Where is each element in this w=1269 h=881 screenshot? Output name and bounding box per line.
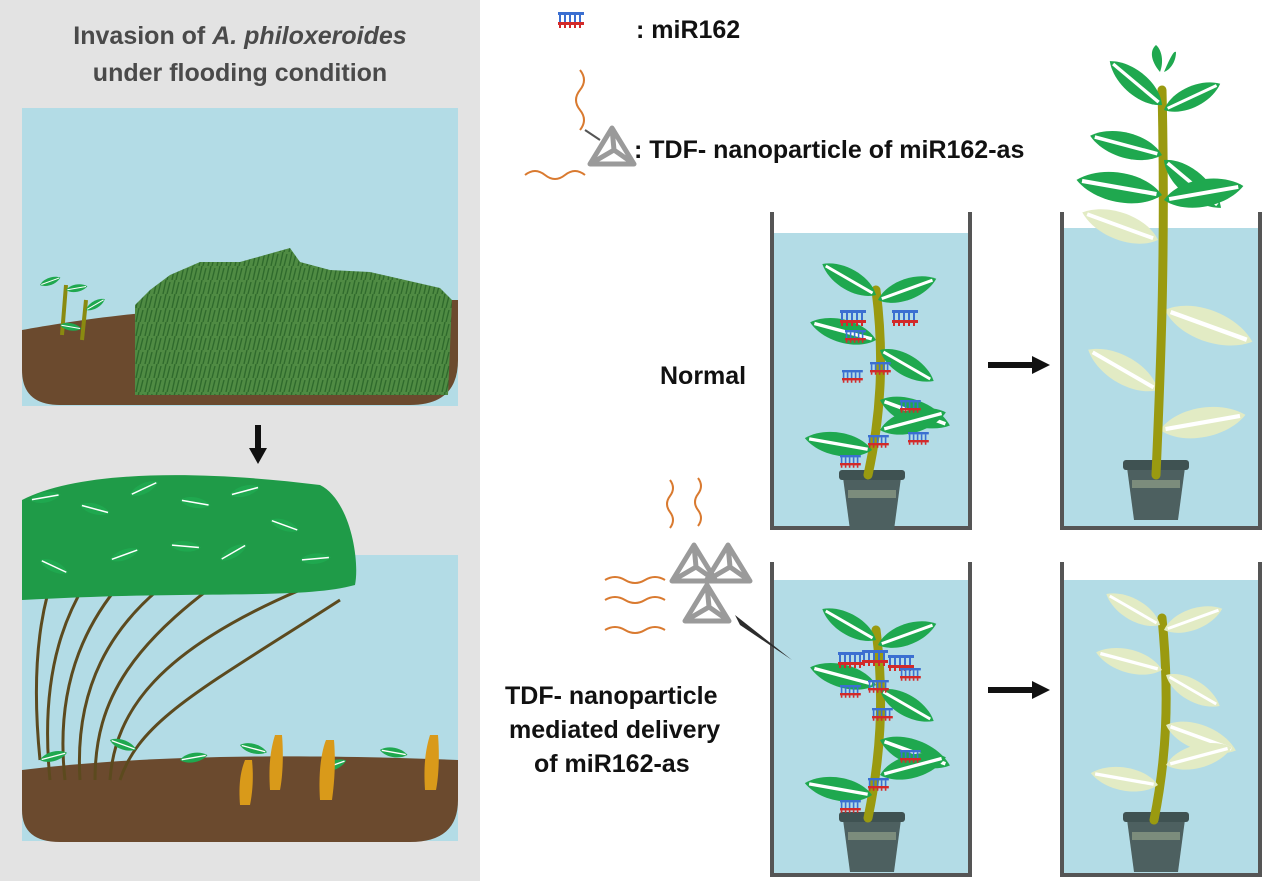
- left-panel-title-line2: under flooding condition: [92, 59, 388, 87]
- tdf-legend-icon: [524, 69, 634, 180]
- plant-normal-after: [1074, 45, 1258, 520]
- tdf-condition-label-line1: TDF- nanoparticle: [505, 682, 718, 710]
- plant-normal-before: [801, 253, 957, 530]
- floating-canopy: [22, 475, 357, 600]
- tdf-nanoparticle-cluster: [604, 477, 792, 660]
- normal-condition-label: Normal: [660, 362, 747, 390]
- aerial-stems: [34, 519, 341, 781]
- plant-tdf-after: [1087, 583, 1243, 872]
- arrow-normal: [988, 356, 1050, 374]
- tdf-condition-label-line3: of miR162-as: [534, 750, 690, 778]
- invasive-grass-mat: [135, 248, 452, 395]
- native-seedlings: [38, 273, 108, 341]
- arrow-tdf: [988, 681, 1050, 699]
- mir162-legend-label: : miR162: [636, 16, 741, 44]
- ground-plants: [38, 734, 439, 805]
- tdf-legend-label: : TDF- nanoparticle of miR162-as: [634, 136, 1025, 164]
- plant-tdf-before: [801, 598, 957, 872]
- tdf-condition-label-line2: mediated delivery: [509, 716, 721, 744]
- mir162-legend-icon: [557, 11, 585, 29]
- left-panel-title-line1: Invasion of A. philoxeroides: [73, 22, 407, 50]
